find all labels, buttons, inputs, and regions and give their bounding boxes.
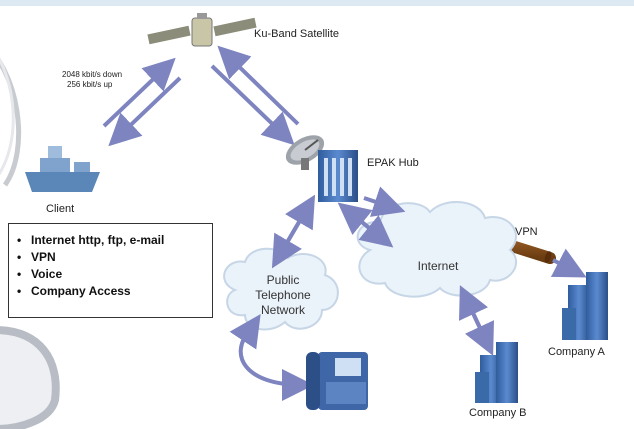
company-b-label: Company B [469, 407, 527, 419]
hub-label: EPAK Hub [367, 157, 419, 169]
service-item: Voice [17, 266, 212, 283]
company-a-building-icon [562, 272, 608, 340]
hub-to-vpn-arrow [363, 186, 406, 217]
pstn-label-line1: Public [266, 273, 300, 287]
pstn-label-line3: Network [260, 303, 305, 317]
uplink-rate-label: 256 kbit/s up [67, 80, 113, 89]
phone-to-pstn-arrow [229, 314, 261, 350]
dish-arc-decoration [0, 57, 60, 429]
service-item: Company Access [17, 283, 212, 300]
top-border [0, 0, 634, 6]
hub-dish-icon [285, 135, 325, 170]
service-item: Internet http, ftp, e-mail [17, 232, 212, 249]
satellite-label: Ku-Band Satellite [254, 28, 339, 40]
telephone-icon [306, 352, 368, 410]
company-b-building-icon [475, 342, 518, 403]
services-list: Internet http, ftp, e-mail VPN Voice Com… [9, 232, 212, 300]
service-item: VPN [17, 249, 212, 266]
satellite-icon [147, 13, 257, 47]
downlink-rate-label: 2048 kbit/s down [62, 70, 123, 79]
company-a-label: Company A [548, 346, 605, 358]
company-b-to-internet-arrow [459, 285, 490, 346]
client-label: Client [46, 203, 75, 215]
ship-icon [25, 146, 100, 192]
internet-to-hub-arrow [337, 202, 386, 242]
internet-cloud [356, 200, 517, 298]
downlink-arrow [108, 76, 182, 147]
pstn-to-phone-arrow [238, 328, 314, 401]
internet-label: Internet [417, 259, 459, 273]
hub-to-sat-arrow [217, 45, 300, 126]
vpn-to-company-a-arrow [550, 248, 587, 278]
pstn-label-line2: Telephone [255, 288, 311, 302]
services-box: Internet http, ftp, e-mail VPN Voice Com… [8, 223, 213, 318]
vpn-label: VPN [515, 226, 538, 238]
hub-to-pstn-arrow [271, 203, 311, 269]
epak-hub-building-icon [318, 150, 358, 202]
